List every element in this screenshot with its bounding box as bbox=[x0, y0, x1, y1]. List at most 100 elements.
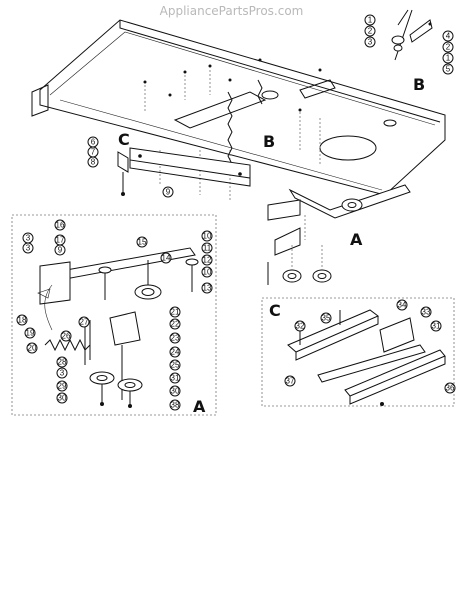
svg-text:2: 2 bbox=[368, 27, 373, 36]
svg-text:32: 32 bbox=[296, 322, 305, 331]
svg-text:3: 3 bbox=[26, 244, 31, 253]
svg-text:5: 5 bbox=[446, 65, 451, 74]
callout-c-34: 34 bbox=[396, 299, 408, 311]
callout-b-3: 3 bbox=[364, 36, 376, 48]
callout-c-9: 9 bbox=[162, 186, 174, 198]
svg-text:1: 1 bbox=[368, 16, 373, 25]
svg-text:35: 35 bbox=[322, 314, 331, 323]
callout-a-30: 30 bbox=[169, 385, 181, 397]
svg-text:9: 9 bbox=[58, 246, 63, 255]
view-label-a-panel: A bbox=[193, 397, 206, 416]
callout-c-8: 8 bbox=[87, 156, 99, 168]
callout-a-38: 38 bbox=[169, 399, 181, 411]
callout-c-6: 6 bbox=[87, 136, 99, 148]
callout-a-22: 22 bbox=[169, 318, 181, 330]
callout-c-31: 31 bbox=[430, 320, 442, 332]
mower-deck bbox=[31, 19, 446, 196]
callout-a-3c: 3 bbox=[56, 367, 68, 379]
callout-a-3: 3 bbox=[22, 232, 34, 244]
front-hardware-c bbox=[117, 151, 129, 196]
svg-text:33: 33 bbox=[422, 308, 431, 317]
callout-a-17: 17 bbox=[54, 234, 66, 246]
callout-c-32: 32 bbox=[294, 320, 306, 332]
callout-c-35: 35 bbox=[320, 312, 332, 324]
svg-text:4: 4 bbox=[446, 32, 451, 41]
svg-text:1: 1 bbox=[446, 54, 451, 63]
callout-a-19: 19 bbox=[24, 327, 36, 339]
chain bbox=[227, 79, 263, 165]
svg-text:30: 30 bbox=[171, 387, 180, 396]
callout-c-37: 37 bbox=[284, 375, 296, 387]
callout-a-13: 13 bbox=[201, 282, 213, 294]
callout-a-29: 29 bbox=[56, 380, 68, 392]
svg-text:8: 8 bbox=[91, 158, 96, 167]
callout-a-3b: 3 bbox=[22, 242, 34, 254]
view-label-c-deck: C bbox=[118, 130, 130, 149]
svg-text:3: 3 bbox=[26, 234, 31, 243]
detail-b bbox=[391, 9, 433, 61]
callout-b-1r: 1 bbox=[442, 52, 454, 64]
callout-a-23: 23 bbox=[169, 332, 181, 344]
callout-a-20: 20 bbox=[26, 342, 38, 354]
svg-text:10: 10 bbox=[203, 232, 212, 241]
mower-blades bbox=[267, 184, 411, 221]
callout-a-28: 28 bbox=[56, 356, 68, 368]
callout-a-14: 14 bbox=[160, 252, 172, 264]
callout-a-24: 24 bbox=[169, 346, 181, 358]
callout-b-2r: 2 bbox=[442, 41, 454, 53]
svg-text:38: 38 bbox=[171, 401, 180, 410]
callout-a-15: 15 bbox=[136, 236, 148, 248]
svg-text:36: 36 bbox=[446, 384, 455, 393]
svg-text:14: 14 bbox=[162, 254, 171, 263]
watermark-text: AppliancePartsPros.com bbox=[159, 4, 304, 18]
detail-a-panel bbox=[11, 214, 217, 416]
callout-c-33: 33 bbox=[420, 306, 432, 318]
svg-text:22: 22 bbox=[171, 320, 180, 329]
callout-b-4: 4 bbox=[442, 30, 454, 42]
mounting-bolts bbox=[144, 70, 321, 200]
callout-a-9: 9 bbox=[54, 244, 66, 256]
callout-a-10b: 10 bbox=[201, 266, 213, 278]
svg-text:26: 26 bbox=[62, 332, 71, 341]
svg-text:37: 37 bbox=[286, 377, 295, 386]
svg-text:9: 9 bbox=[166, 188, 171, 197]
view-label-a-deck: A bbox=[350, 230, 363, 249]
front-axle-bar bbox=[129, 147, 251, 187]
svg-text:23: 23 bbox=[171, 334, 180, 343]
callout-b-1: 1 bbox=[364, 14, 376, 26]
svg-text:6: 6 bbox=[91, 138, 96, 147]
callout-a-26: 26 bbox=[60, 330, 72, 342]
svg-text:25: 25 bbox=[171, 361, 180, 370]
svg-text:3: 3 bbox=[368, 38, 373, 47]
callout-a-25: 25 bbox=[169, 359, 181, 371]
callout-a-21: 21 bbox=[169, 306, 181, 318]
svg-text:2: 2 bbox=[446, 43, 451, 52]
svg-text:17: 17 bbox=[56, 236, 65, 245]
svg-text:20: 20 bbox=[28, 344, 37, 353]
svg-text:21: 21 bbox=[171, 308, 180, 317]
svg-text:27: 27 bbox=[80, 318, 89, 327]
callout-b-5: 5 bbox=[442, 63, 454, 75]
svg-text:19: 19 bbox=[26, 329, 35, 338]
svg-text:3: 3 bbox=[60, 369, 65, 378]
svg-text:34: 34 bbox=[398, 301, 407, 310]
callout-a-12: 12 bbox=[201, 254, 213, 266]
detail-c-panel bbox=[261, 297, 455, 407]
svg-text:13: 13 bbox=[203, 284, 212, 293]
callout-a-27: 27 bbox=[78, 316, 90, 328]
callout-a-10: 10 bbox=[201, 230, 213, 242]
svg-text:31: 31 bbox=[432, 322, 441, 331]
callout-c-36: 36 bbox=[444, 382, 456, 394]
view-label-b-deck: B bbox=[263, 132, 275, 151]
callout-a-18: 18 bbox=[16, 314, 28, 326]
svg-text:18: 18 bbox=[18, 316, 27, 325]
svg-text:24: 24 bbox=[171, 348, 180, 357]
svg-text:10: 10 bbox=[203, 268, 212, 277]
view-label-b: B bbox=[413, 75, 425, 94]
svg-text:7: 7 bbox=[91, 148, 96, 157]
callout-a-31: 31 bbox=[169, 372, 181, 384]
svg-text:31: 31 bbox=[171, 374, 180, 383]
svg-text:28: 28 bbox=[58, 358, 67, 367]
